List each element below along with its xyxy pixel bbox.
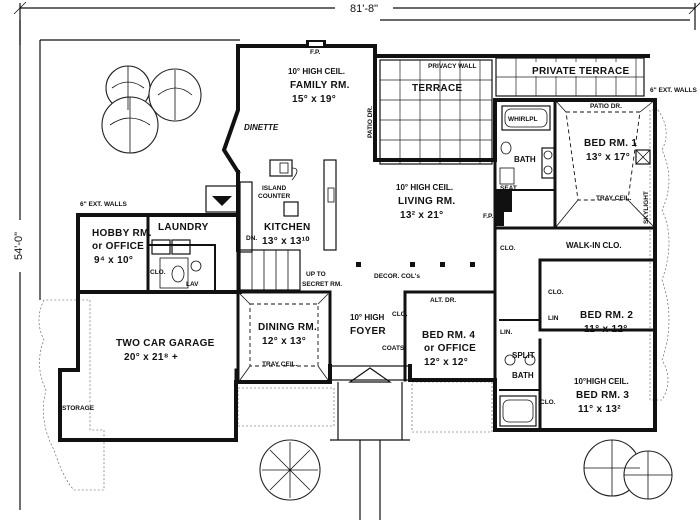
depth-label: 54'-0" [13,232,25,260]
dining-room-name: DINING RM. [258,322,317,333]
family-room-size: 15° x 19° [292,94,336,105]
kitchen-counters [239,159,337,253]
fp-living-label: F.P. [483,213,494,220]
clo-bed3-label: CLO. [540,399,556,406]
tray-ceiling-bed1 [554,99,656,229]
skylight-label: SKYLIGHT [643,191,650,224]
whirlpool-label: WHIRLPL [508,116,538,123]
kitchen-size: 13° x 13¹⁰ [262,236,310,247]
ext-walls-left-note: 6" EXT. WALLS [80,201,127,208]
clo-bed2-label: CLO. [548,289,564,296]
secret-room-note: SECRET RM. [302,281,342,288]
master-bath-fixtures [499,141,555,185]
ext-walls-right-note: 6" EXT. WALLS [650,87,697,94]
front-entry [329,365,411,520]
lav-label: LAV [186,281,199,288]
split-bath-label-2: BATH [512,371,534,380]
tray-ceil-bed1-label: TRAY CEIL. [596,195,632,202]
front-planters [237,381,493,433]
clo-foyer-label: CLO. [392,311,408,318]
split-bath-fixtures [499,354,537,427]
bed1-size: 13° x 17° [586,152,630,163]
garage-size: 20° x 21⁸ + [124,352,178,363]
bed3-ceiling-label: 10°HIGH CEIL. [574,377,629,386]
living-ceiling-label: 10° HIGH CEIL. [396,183,453,192]
whirlpool-tub [501,105,551,131]
split-bath-label: SPLIT [512,351,535,360]
master-bath-label: BATH [514,155,536,164]
garage-name: TWO CAR GARAGE [116,338,215,349]
bed2-name: BED RM. 2 [580,310,633,321]
interior-walls [146,98,657,442]
garage-step [205,185,239,213]
bed4-name: BED RM. 4 [422,330,475,341]
bed3-size: 11° x 13² [578,404,621,415]
depth-dimension: 54'-0" [12,20,28,510]
foyer-name: FOYER [350,326,386,337]
hobby-room-name: HOBBY RM. [92,228,152,239]
family-ceiling-label: 10° HIGH CEIL. [288,67,345,76]
private-terrace-paving [495,57,645,97]
tray-ceil-dining-label: TRAY CEIL. [262,361,298,368]
dining-room-size: 12° x 13° [262,336,306,347]
shrubs-left-garden [38,299,105,491]
up-to-note: UP TO [306,271,326,278]
laundry-label: LAUNDRY [158,222,209,233]
trees-front-right [583,439,673,500]
island-counter [269,159,299,217]
private-terrace-label: PRIVATE TERRACE [532,66,629,77]
hobby-room-or: or OFFICE [92,241,144,252]
skylight [635,149,651,165]
shrubs-right-garden [649,109,670,401]
width-label: 81'-8" [350,3,378,15]
dinette-label: DINETTE [244,123,279,132]
patio-door-right-label: PATIO DR. [590,103,622,110]
trees-front-left [259,439,321,501]
family-room-name: FAMILY RM. [290,80,350,91]
bed4-size: 12° x 12° [424,357,468,368]
kitchen-name: KITCHEN [264,222,311,233]
width-dimension: 81'-8" [13,1,700,45]
patio-door-left-label: PATIO DR. [367,106,374,138]
lin-bed2-label: LIN [548,315,559,322]
decor-cols-note: DECOR. COL's [374,273,420,280]
bed3-name: BED RM. 3 [576,390,629,401]
decor-columns [356,262,475,267]
stair-down [239,249,301,291]
living-room-name: LIVING RM. [398,196,455,207]
alt-door-label: ALT. DR. [430,297,456,304]
walk-in-closet-label: WALK-IN CLO. [566,241,622,250]
tray-ceiling-dining [239,293,329,381]
clo-living-label: CLO. [500,245,516,252]
terrace-paving [379,59,493,165]
coats-label: COATS [382,345,405,352]
counter-label: COUNTER [258,193,290,200]
fp-top-label: F.P. [310,49,321,56]
fireplace-family [306,40,326,48]
terrace-label: TERRACE [412,83,462,94]
bed2-size: 11° x 12° [584,324,628,335]
clo-hobby-label: CLO. [150,269,166,276]
seat-label: SEAT [500,185,517,192]
hobby-room-size: 9⁴ x 10° [94,255,133,266]
laundry-fixtures [151,239,202,289]
living-room-size: 13² x 21° [400,210,443,221]
storage-label: STORAGE [62,405,95,412]
bed4-or: or OFFICE [424,343,476,354]
island-label: ISLAND [262,185,287,192]
fireplace-living [496,190,512,226]
tree-cluster-left [101,65,202,154]
bed1-name: BED RM. 1 [584,138,637,149]
foyer-ceiling-label: 10° HIGH [350,313,385,322]
lin-hall-label: LIN. [500,329,512,336]
privacy-wall-note: PRIVACY WALL [428,63,477,70]
dn-label: DN. [246,235,257,242]
